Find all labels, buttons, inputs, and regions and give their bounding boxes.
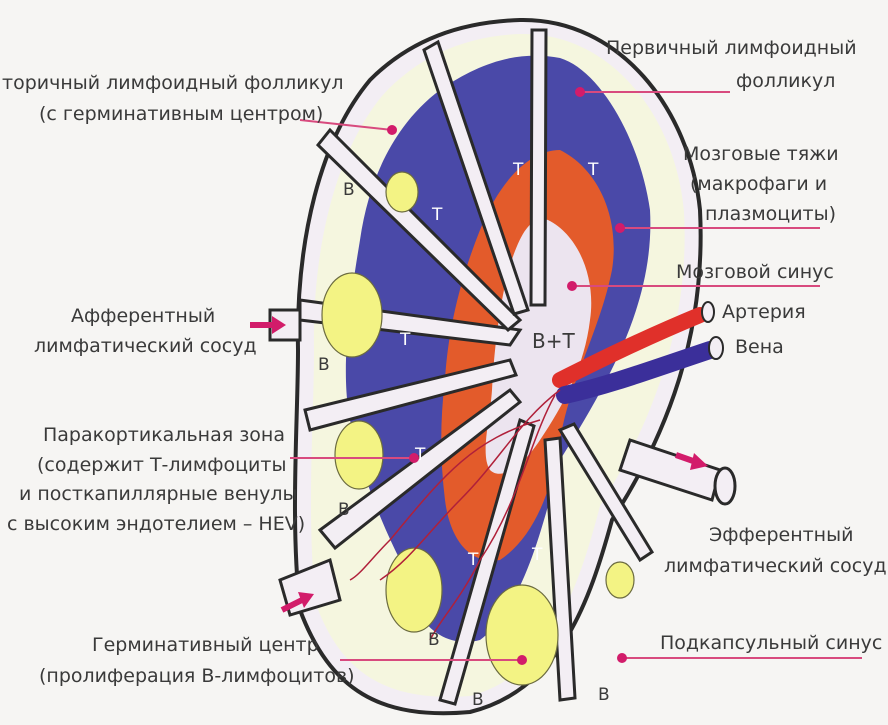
vein-opening xyxy=(709,337,723,359)
efferent-opening xyxy=(715,468,735,504)
label-secondary-follicle-2: (с герминативным центром) xyxy=(39,103,323,125)
label-paracortical-3: и посткапиллярные венулы xyxy=(19,483,297,505)
zone-b: B xyxy=(318,355,330,375)
label-paracortical-2: (содержит Т-лимфоциты xyxy=(37,454,286,476)
pointer-dot xyxy=(617,653,627,663)
zone-b: B xyxy=(343,180,355,200)
germinal-center xyxy=(386,172,418,212)
label-primary-follicle-2: фолликул xyxy=(736,70,835,92)
germinal-center xyxy=(386,548,442,632)
zone-t: T xyxy=(399,330,411,350)
pointer-dot xyxy=(387,125,397,135)
germinal-center xyxy=(486,585,558,685)
label-paracortical-4: с высоким эндотелием – HEV) xyxy=(7,513,305,535)
label-paracortical-1: Паракортикальная зона xyxy=(43,424,285,446)
zone-b: B xyxy=(472,690,484,710)
zone-t: T xyxy=(587,160,599,180)
label-efferent-2: лимфатический сосуд xyxy=(664,555,887,577)
zone-t: T xyxy=(467,550,479,570)
label-medullary-cords-2: (макрофаги и xyxy=(690,173,827,195)
pointer-dot xyxy=(575,87,585,97)
artery-opening xyxy=(702,302,714,322)
label-secondary-follicle-1: торичный лимфоидный фолликул xyxy=(2,72,344,94)
germinal-center xyxy=(606,562,634,598)
label-artery: Артерия xyxy=(722,301,806,323)
label-medullary-sinus: Мозговой синус xyxy=(676,261,834,283)
zone-b: B xyxy=(428,630,440,650)
pointer-dot xyxy=(409,453,419,463)
zone-t: T xyxy=(431,205,443,225)
pointer-dot xyxy=(615,223,625,233)
germinal-center xyxy=(335,421,383,489)
label-germinal-1: Герминативный центр xyxy=(92,634,319,656)
zone-b: B xyxy=(598,685,610,705)
label-medullary-cords-1: Мозговые тяжи xyxy=(683,143,839,165)
pointer-dot xyxy=(567,281,577,291)
efferent-vessel xyxy=(620,440,720,500)
zone-t: T xyxy=(512,160,524,180)
label-subcapsular: Подкапсульный синус xyxy=(660,632,882,654)
trabecula xyxy=(531,30,546,305)
germinal-center xyxy=(322,273,382,357)
label-primary-follicle-1: Первичный лимфоидный xyxy=(606,37,857,59)
label-medullary-cords-3: плазмоциты) xyxy=(705,203,836,225)
zone-bt: B+T xyxy=(532,329,575,353)
label-vein: Вена xyxy=(735,336,784,358)
label-efferent-1: Эфферентный xyxy=(709,524,853,546)
label-germinal-2: (пролиферация В-лимфоцитов) xyxy=(39,665,355,687)
pointer-dot xyxy=(517,655,527,665)
label-afferent-1: Афферентный xyxy=(71,305,215,327)
label-afferent-2: лимфатический сосуд xyxy=(34,335,257,357)
zone-b: B xyxy=(338,500,350,520)
zone-t: T xyxy=(531,545,543,565)
